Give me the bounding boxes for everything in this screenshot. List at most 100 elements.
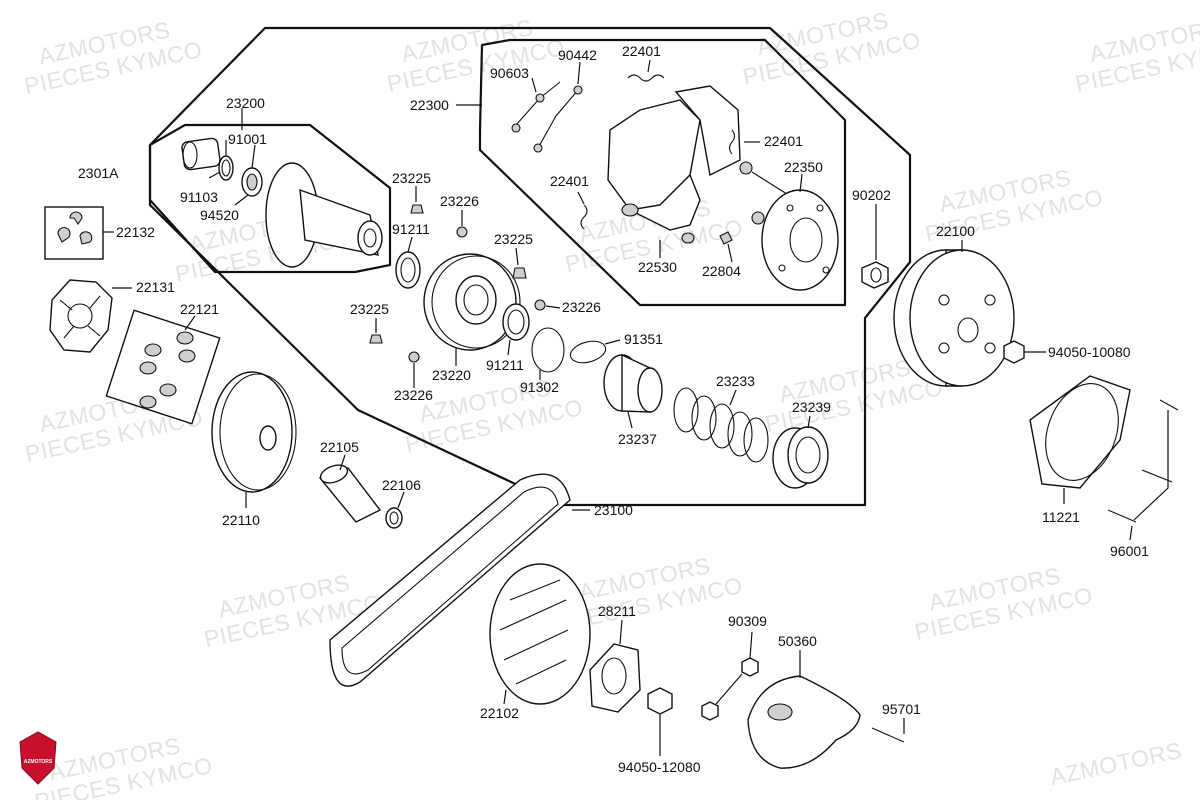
drive-plate-hole-4 <box>822 266 830 274</box>
link-eye-4 <box>573 85 583 95</box>
part-23220-fixed-sheave <box>423 253 521 366</box>
bolt-95701 <box>871 727 905 743</box>
spring-coil-3 <box>709 403 735 449</box>
clutch-shoe-right <box>674 85 741 177</box>
guide-end <box>637 367 663 413</box>
leader-91001b <box>251 144 256 169</box>
part-23237-guide <box>603 353 663 429</box>
part-23233-spring <box>673 387 769 463</box>
shoe-pivot-2 <box>681 232 695 244</box>
v-belt <box>329 473 571 687</box>
part-22121-weight-rollers <box>105 309 221 425</box>
leader-22105 <box>339 454 346 471</box>
pin-23225-c <box>369 334 383 344</box>
part-22105-collar <box>318 454 382 523</box>
nut-94050-10080 <box>1003 340 1025 364</box>
roller-5 <box>159 383 177 397</box>
label-23225-c: 23225 <box>350 301 389 317</box>
leader-90309 <box>749 631 753 659</box>
o-ring-91351 <box>569 340 607 364</box>
leader-96001 <box>1129 525 1133 541</box>
spring-22401-top <box>627 74 665 82</box>
assembly-frame-2301A <box>148 26 912 507</box>
part-22102-fan-pulley <box>489 563 591 705</box>
sliding-sheave-boss <box>357 220 383 256</box>
logo-shield <box>19 731 57 785</box>
label-94520: 94520 <box>200 207 239 223</box>
label-23225-a: 23225 <box>392 170 431 186</box>
nut-90309 <box>741 657 759 677</box>
leader-23226b <box>545 305 561 309</box>
leader-91103 <box>208 171 221 179</box>
link-eye-2 <box>535 93 545 103</box>
ramp-plate-bore <box>67 303 93 329</box>
label-22401-a: 22401 <box>622 43 661 59</box>
drive-pulley-face <box>211 371 293 493</box>
bolt-leader <box>1133 410 1169 521</box>
label-90202: 90202 <box>852 187 891 203</box>
brand-logo: AZMOTORS <box>19 731 57 785</box>
oil-seal-inner <box>221 159 231 177</box>
label-50360: 50360 <box>778 633 817 649</box>
plate-50360-boss <box>767 703 793 721</box>
label-95701: 95701 <box>882 701 921 717</box>
ratchet-bore <box>601 657 627 695</box>
part-22131-ramp-plate <box>49 279 132 353</box>
sliding-sheave-bore <box>363 228 377 248</box>
roller-2 <box>144 343 162 357</box>
roller-23226-a <box>456 226 468 238</box>
v-belt-inner <box>341 486 559 675</box>
leader-28211 <box>619 619 623 645</box>
nut-90202-hole <box>870 267 882 283</box>
part-22132-slider-pieces <box>44 206 114 260</box>
label-22110: 22110 <box>222 512 260 528</box>
clutch-bell-hole-1 <box>938 294 950 306</box>
bolt-1 <box>1159 399 1179 411</box>
leader-22102 <box>503 689 507 705</box>
clutch-bell-hole-2 <box>984 294 996 306</box>
part-91211-91302-seals <box>502 303 621 380</box>
label-91351: 91351 <box>624 331 663 347</box>
link-eye-1 <box>511 123 521 133</box>
leader-22350 <box>799 173 803 193</box>
spring-link-90603 <box>515 81 561 126</box>
bushing-a <box>739 161 753 175</box>
label-23226-c: 23226 <box>394 387 433 403</box>
label-94050-12080: 94050-12080 <box>618 759 701 775</box>
bushing-b <box>751 211 765 225</box>
spring-link-90442 <box>537 89 579 149</box>
drive-pulley-rim <box>219 373 297 491</box>
label-91103: 91103 <box>180 189 218 205</box>
slider-box <box>44 206 104 260</box>
leader-90442 <box>577 61 581 85</box>
label-22102: 22102 <box>480 705 519 721</box>
part-11221-cover <box>1029 375 1179 541</box>
roller-23226-b <box>534 299 546 311</box>
part-22100-clutch-bell <box>893 240 1046 387</box>
cover-plate <box>1029 375 1131 489</box>
link-eye-3 <box>533 143 543 153</box>
ball-bearing-inner <box>246 173 258 191</box>
bolt-3 <box>1107 509 1137 523</box>
assembly-frame-22300 <box>478 38 847 307</box>
roller-3 <box>178 349 196 363</box>
cover-ring <box>1045 383 1119 481</box>
label-11221: 11221 <box>1042 509 1080 525</box>
part-23239-collar <box>772 415 829 489</box>
watermark-line1: AZMOTORS <box>1048 737 1184 790</box>
clutch-bell-face <box>909 249 1015 387</box>
slider-piece-1 <box>69 211 83 225</box>
ratchet-body <box>589 643 641 713</box>
leader-22401c <box>577 191 585 205</box>
leader-90603 <box>531 77 537 93</box>
label-91211-b: 91211 <box>486 357 524 373</box>
part-middle-small <box>369 186 561 388</box>
label-22804: 22804 <box>702 263 741 279</box>
label-91001: 91001 <box>228 131 267 147</box>
label-23226-b: 23226 <box>562 299 601 315</box>
seal-91211-a <box>395 251 421 289</box>
label-23100: 23100 <box>594 502 633 518</box>
label-28211: 28211 <box>598 603 636 619</box>
part-labels: 23200 91001 91103 94520 2301A 22132 2213… <box>78 43 1149 775</box>
